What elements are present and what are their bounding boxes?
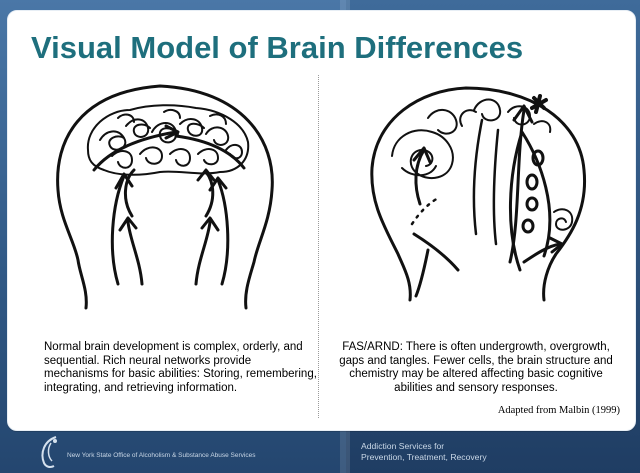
- panel-divider: [318, 75, 320, 418]
- tangle-cluster-left: [391, 109, 458, 180]
- footer-tagline-line2: Prevention, Treatment, Recovery: [361, 452, 487, 462]
- agency-logo-icon: [41, 436, 57, 468]
- footer-tagline-line1: Addiction Services for: [361, 441, 445, 451]
- arrow-right-inner: [194, 220, 212, 286]
- pod-shape: [509, 130, 552, 272]
- arrow-center-left: [124, 168, 136, 218]
- arrow-sweep-right: [174, 134, 246, 170]
- arrow-center-right: [204, 170, 215, 218]
- footer-tagline: Addiction Services for Prevention, Treat…: [361, 441, 561, 463]
- normal-brain-outline: [56, 84, 274, 310]
- fas-brain-caption: FAS/ARND: There is often undergrowth, ov…: [339, 341, 613, 394]
- arrow-to-right: [522, 242, 562, 264]
- footer-organization: New York State Office of Alcoholism & Su…: [67, 452, 256, 459]
- arrow-right-outer: [216, 178, 230, 286]
- arrow-left-outer: [110, 174, 126, 286]
- source-citation: Adapted from Malbin (1999): [497, 405, 620, 416]
- tangle-arrow-left: [414, 148, 426, 206]
- stunted-branch: [412, 232, 460, 272]
- undergrowth-dots: [410, 196, 440, 226]
- fas-brain-outline: [370, 86, 587, 302]
- gap-line: [472, 118, 484, 236]
- swirl-small: [553, 208, 574, 231]
- fas-dark-knot: [530, 94, 548, 114]
- arrow-left-inner: [126, 220, 144, 286]
- arrow-sweep-left: [92, 130, 178, 172]
- normal-brain-caption: Normal brain development is complex, ord…: [44, 341, 317, 394]
- slide-title: Visual Model of Brain Differences: [31, 30, 524, 65]
